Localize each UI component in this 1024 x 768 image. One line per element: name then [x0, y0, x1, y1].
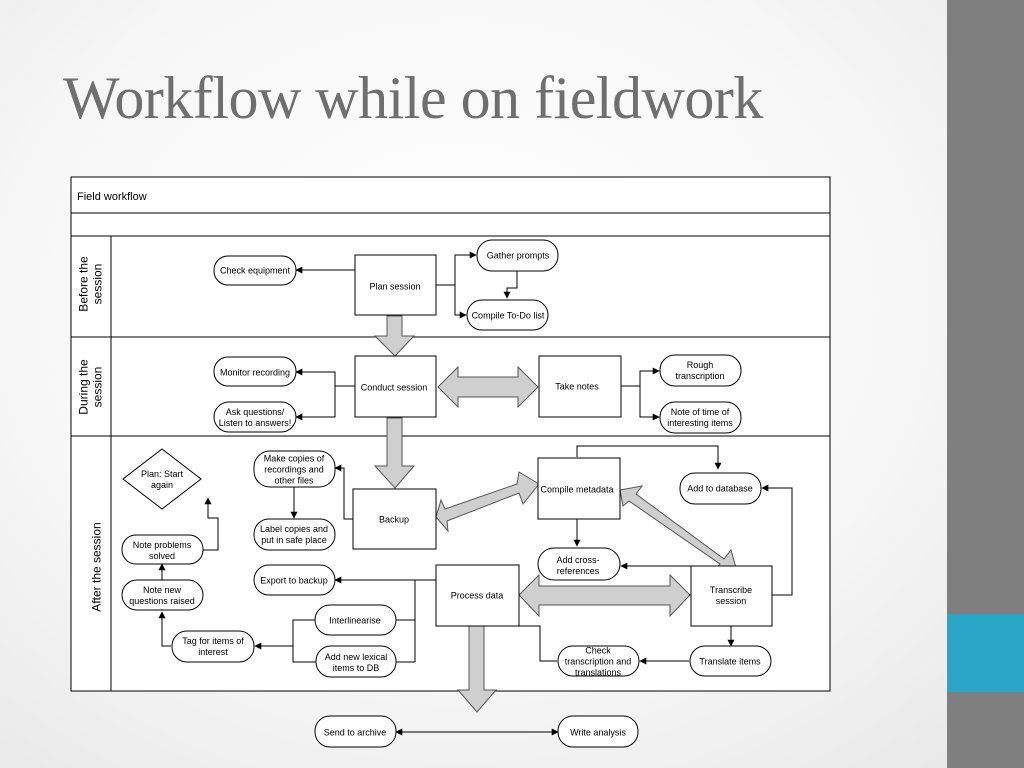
- label-gather-prompts: Gather prompts: [487, 251, 550, 261]
- lane-label-during: During thesession: [77, 359, 105, 415]
- slide-title: Workflow while on fieldwork: [63, 65, 763, 131]
- node-add-lexical: [315, 645, 397, 678]
- block-arrow-plan-to-conduct: [373, 315, 416, 357]
- node-rough-transcription: [659, 354, 742, 387]
- node-check-transcription: [557, 645, 640, 677]
- node-ask-questions: [213, 401, 297, 433]
- label-translate-items: Translate items: [699, 657, 761, 667]
- block-arrow-conduct-to-backup: [373, 417, 416, 489]
- node-tag-items: [171, 630, 255, 663]
- node-backup: [352, 488, 437, 550]
- node-export-backup: [253, 564, 336, 596]
- node-translate-items: [689, 645, 772, 677]
- node-gather-prompts: [476, 239, 559, 272]
- node-monitor-recording: [213, 356, 297, 387]
- node-add-to-database: [679, 472, 762, 505]
- block-arrow-conduct-take-notes: [437, 365, 539, 409]
- node-send-archive: [314, 715, 397, 748]
- label-plan-session: Plan session: [369, 282, 420, 292]
- node-write-analysis: [557, 715, 639, 748]
- connectors: [158, 251, 793, 736]
- node-plan-start-again: [122, 448, 202, 510]
- label-monitor-recording: Monitor recording: [220, 368, 290, 378]
- label-conduct-session: Conduct session: [361, 383, 428, 393]
- label-process-data: Process data: [451, 591, 504, 601]
- node-make-copies: [253, 450, 336, 488]
- node-label-copies: [253, 518, 336, 551]
- label-write-analysis: Write analysis: [570, 728, 626, 738]
- label-add-to-database: Add to database: [687, 484, 753, 494]
- node-note-time: [659, 401, 742, 434]
- label-ask-questions: Ask questions/Listen to answers!: [219, 407, 292, 428]
- node-note-problems: [121, 534, 204, 565]
- node-take-notes: [538, 355, 622, 418]
- node-process-data: [435, 564, 520, 627]
- label-take-notes: Take notes: [555, 382, 599, 392]
- node-plan-session: [354, 254, 437, 316]
- nodes: [121, 239, 773, 748]
- label-compile-todo: Compile To-Do list: [472, 311, 545, 321]
- side-accent-block: [947, 614, 1024, 692]
- label-backup: Backup: [379, 515, 409, 525]
- label-compile-metadata: Compile metadata: [540, 485, 613, 495]
- node-add-cross-references: [537, 547, 621, 581]
- lane-label-before: Before thesession: [77, 256, 105, 312]
- block-arrows: [373, 315, 737, 713]
- node-compile-todo: [466, 299, 549, 331]
- node-check-equipment: [213, 255, 297, 286]
- node-conduct-session: [354, 355, 437, 418]
- diagram-title: Field workflow: [77, 191, 147, 203]
- node-transcribe-session: [690, 565, 773, 627]
- node-interlinearise: [314, 604, 397, 636]
- label-check-equipment: Check equipment: [220, 266, 291, 276]
- label-add-cross-references: Add cross-references: [556, 555, 599, 576]
- node-labels: Check equipment Plan session Gather prom…: [129, 251, 761, 738]
- node-compile-metadata: [537, 457, 621, 520]
- label-send-archive: Send to archive: [324, 728, 387, 738]
- block-arrow-process-down: [456, 625, 498, 713]
- lane-label-after: After the session: [90, 522, 104, 611]
- label-export-backup: Export to backup: [260, 576, 328, 586]
- node-note-new-questions: [121, 579, 204, 611]
- label-interlinearise: Interlinearise: [329, 616, 381, 626]
